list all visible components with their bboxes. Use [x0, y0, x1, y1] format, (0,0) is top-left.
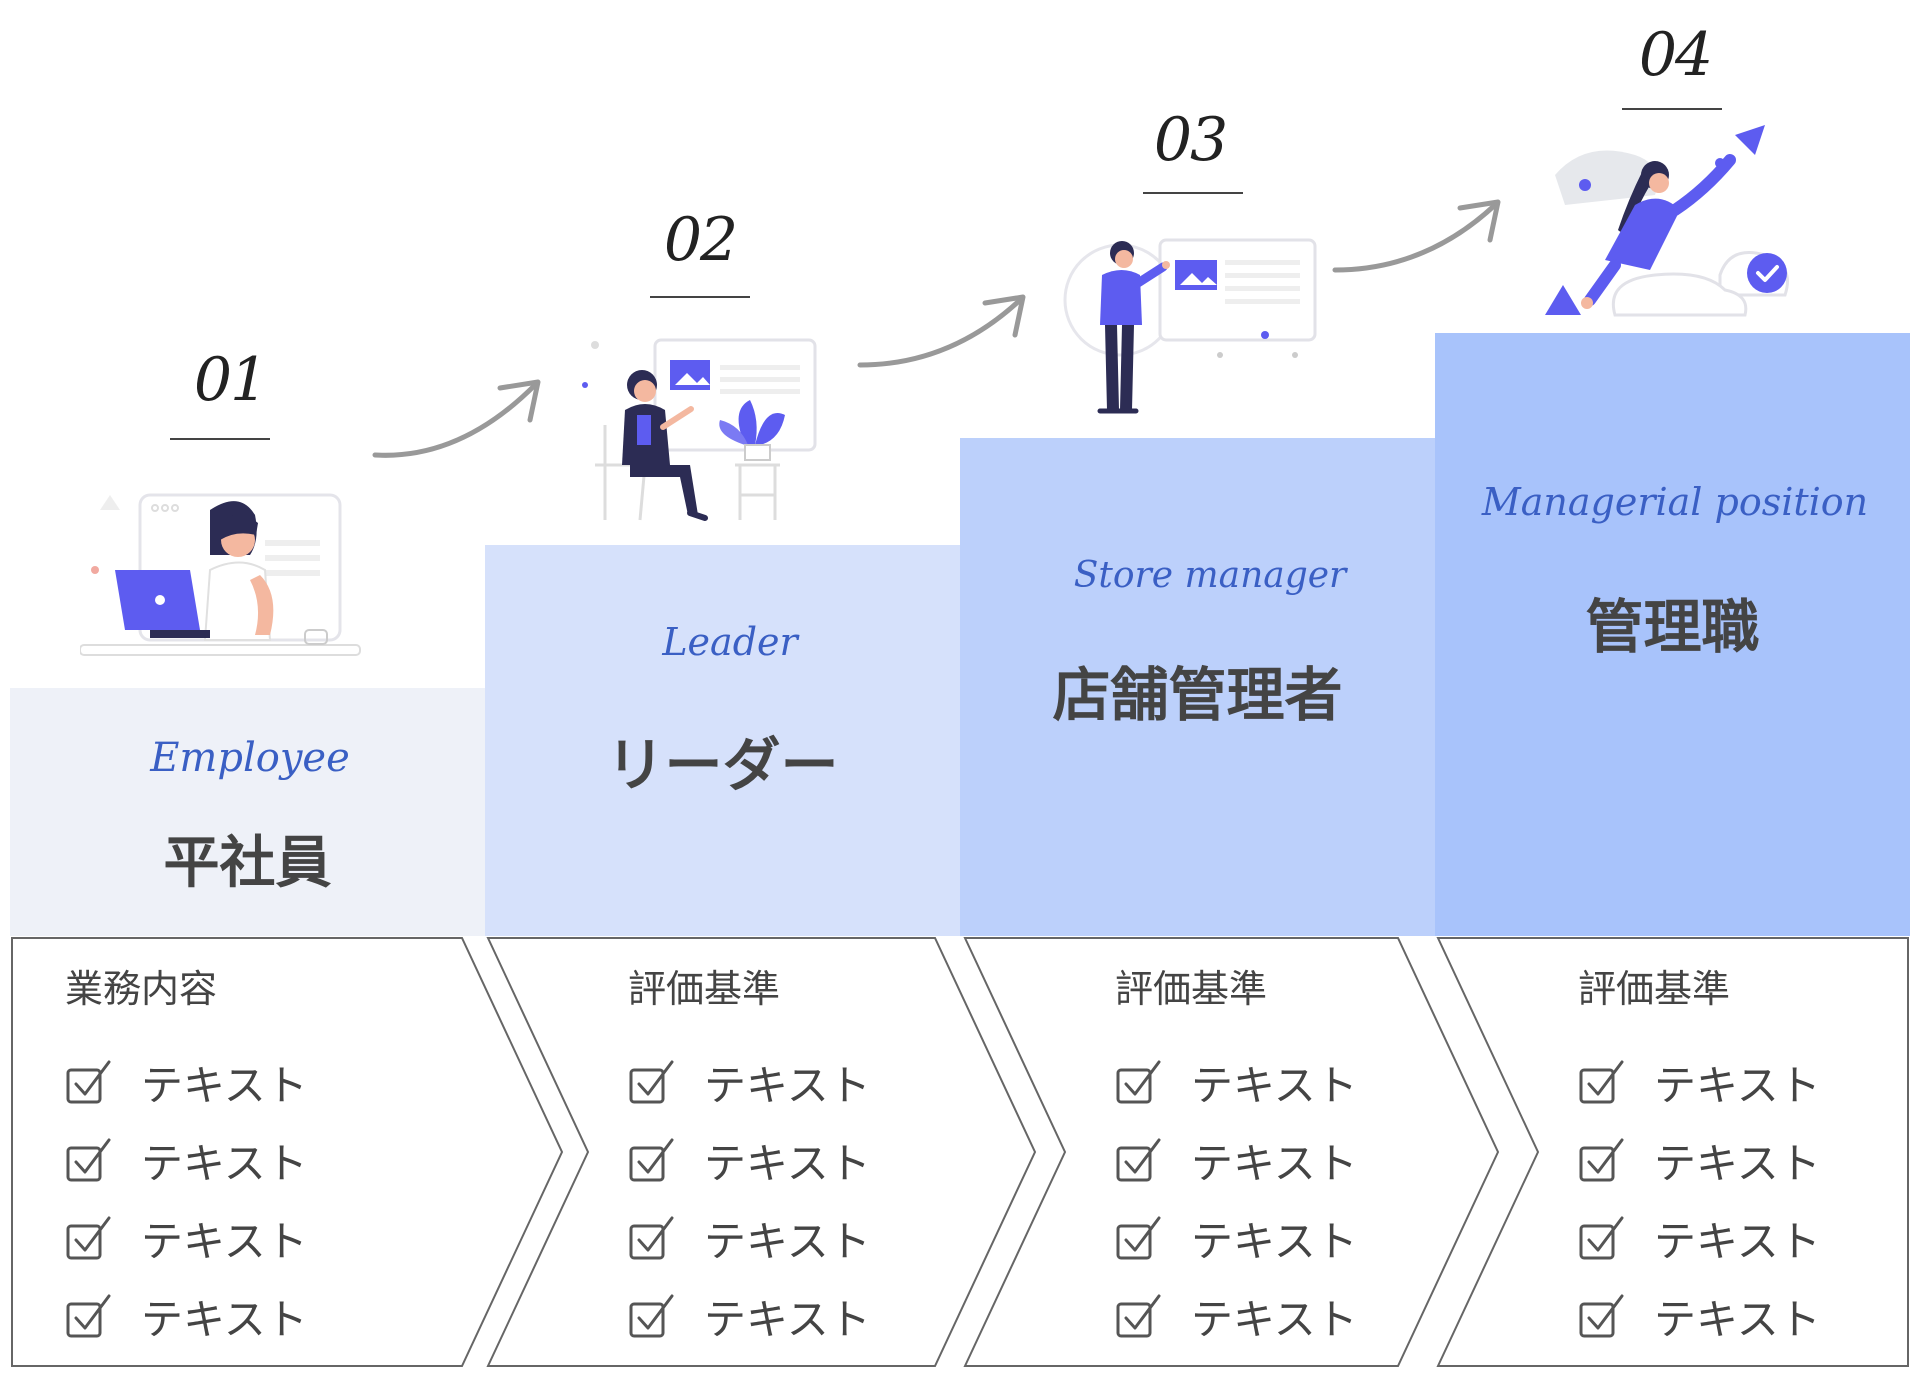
list-item: テキスト	[628, 1199, 871, 1277]
list-item-label: テキスト	[141, 1216, 308, 1266]
list-item-label: テキスト	[1654, 1138, 1821, 1188]
woman-at-laptop-illustration	[80, 493, 361, 656]
list-item: テキスト	[65, 1199, 308, 1277]
step-3-script-label: Store manager	[1073, 555, 1347, 596]
step-2-number-underline	[650, 296, 750, 298]
list-item: テキスト	[1578, 1277, 1821, 1355]
step-1-heading: 業務内容	[65, 967, 218, 1011]
step-4-title: 管理職	[1585, 593, 1760, 661]
list-item: テキスト	[1115, 1277, 1358, 1355]
list-item: テキスト	[628, 1043, 871, 1121]
woman-reaching-triangle-illustration	[1545, 125, 1789, 317]
list-item-label: テキスト	[704, 1294, 871, 1344]
step-2-script-label: Leader	[662, 620, 798, 664]
checkbox-check-icon	[1116, 1216, 1161, 1260]
list-item: テキスト	[628, 1277, 871, 1355]
list-item-label: テキスト	[141, 1294, 308, 1344]
curved-arrow-icon	[372, 379, 541, 458]
checkbox-check-icon	[629, 1294, 674, 1338]
step-3-title: 店舗管理者	[1052, 661, 1343, 729]
step-3-number-underline	[1143, 192, 1243, 194]
checkbox-check-icon	[1116, 1060, 1161, 1104]
list-item: テキスト	[1115, 1043, 1358, 1121]
checkbox-check-icon	[629, 1216, 674, 1260]
checkbox-check-icon	[66, 1138, 111, 1182]
list-item-label: テキスト	[141, 1138, 308, 1188]
step-3-heading: 評価基準	[1115, 967, 1268, 1011]
list-item: テキスト	[65, 1043, 308, 1121]
list-item: テキスト	[1578, 1199, 1821, 1277]
step-1-script-label: Employee	[150, 735, 350, 781]
list-item: テキスト	[628, 1121, 871, 1199]
list-item: テキスト	[65, 1121, 308, 1199]
step-4-number: 04	[1638, 20, 1713, 90]
checkbox-check-icon	[629, 1060, 674, 1104]
list-item-label: テキスト	[141, 1060, 308, 1110]
list-item-label: テキスト	[704, 1216, 871, 1266]
checkbox-check-icon	[66, 1060, 111, 1104]
list-item-label: テキスト	[1191, 1060, 1358, 1110]
step-1-title: 平社員	[163, 831, 332, 896]
step-3-panel: 評価基準 テキスト テキスト テキスト テキスト	[1115, 958, 1358, 1355]
step-2-block	[485, 545, 960, 936]
step-4-block	[1435, 333, 1910, 936]
checkbox-check-icon	[66, 1216, 111, 1260]
step-1-panel: 業務内容 テキスト テキスト テキスト テキスト	[65, 958, 308, 1355]
man-presenting-board-illustration	[1063, 238, 1317, 414]
checkbox-check-icon	[629, 1138, 674, 1182]
checkbox-check-icon	[1579, 1138, 1624, 1182]
checkbox-check-icon	[1116, 1294, 1161, 1338]
list-item-label: テキスト	[704, 1060, 871, 1110]
woman-presenting-seated-illustration	[582, 338, 817, 521]
list-item: テキスト	[1578, 1043, 1821, 1121]
list-item-label: テキスト	[1654, 1294, 1821, 1344]
list-item-label: テキスト	[1191, 1216, 1358, 1266]
list-item: テキスト	[1578, 1121, 1821, 1199]
list-item: テキスト	[1115, 1121, 1358, 1199]
step-3-number: 03	[1153, 105, 1228, 175]
step-3-block	[960, 438, 1435, 936]
step-2-heading: 評価基準	[628, 967, 781, 1011]
curved-arrow-icon	[857, 294, 1026, 368]
checkbox-check-icon	[1579, 1216, 1624, 1260]
list-item-label: テキスト	[1191, 1138, 1358, 1188]
list-item: テキスト	[1115, 1199, 1358, 1277]
step-4-number-underline	[1622, 108, 1722, 110]
list-item: テキスト	[65, 1277, 308, 1355]
list-item-label: テキスト	[704, 1138, 871, 1188]
step-2-number: 02	[663, 205, 738, 275]
list-item-label: テキスト	[1654, 1216, 1821, 1266]
checkbox-check-icon	[1579, 1294, 1624, 1338]
checkbox-check-icon	[1579, 1060, 1624, 1104]
step-2-panel: 評価基準 テキスト テキスト テキスト テキスト	[628, 958, 871, 1355]
checkbox-check-icon	[66, 1294, 111, 1338]
list-item-label: テキスト	[1191, 1294, 1358, 1344]
step-1-number-underline	[170, 438, 270, 440]
step-2-title: リーダー	[606, 731, 839, 799]
step-4-panel: 評価基準 テキスト テキスト テキスト テキスト	[1578, 958, 1821, 1355]
step-1-number: 01	[193, 345, 268, 415]
step-4-heading: 評価基準	[1578, 967, 1731, 1011]
step-4-script-label: Managerial position	[1481, 480, 1869, 524]
curved-arrow-icon	[1332, 199, 1501, 273]
checkbox-check-icon	[1116, 1138, 1161, 1182]
step-1-block	[10, 688, 485, 936]
list-item-label: テキスト	[1654, 1060, 1821, 1110]
